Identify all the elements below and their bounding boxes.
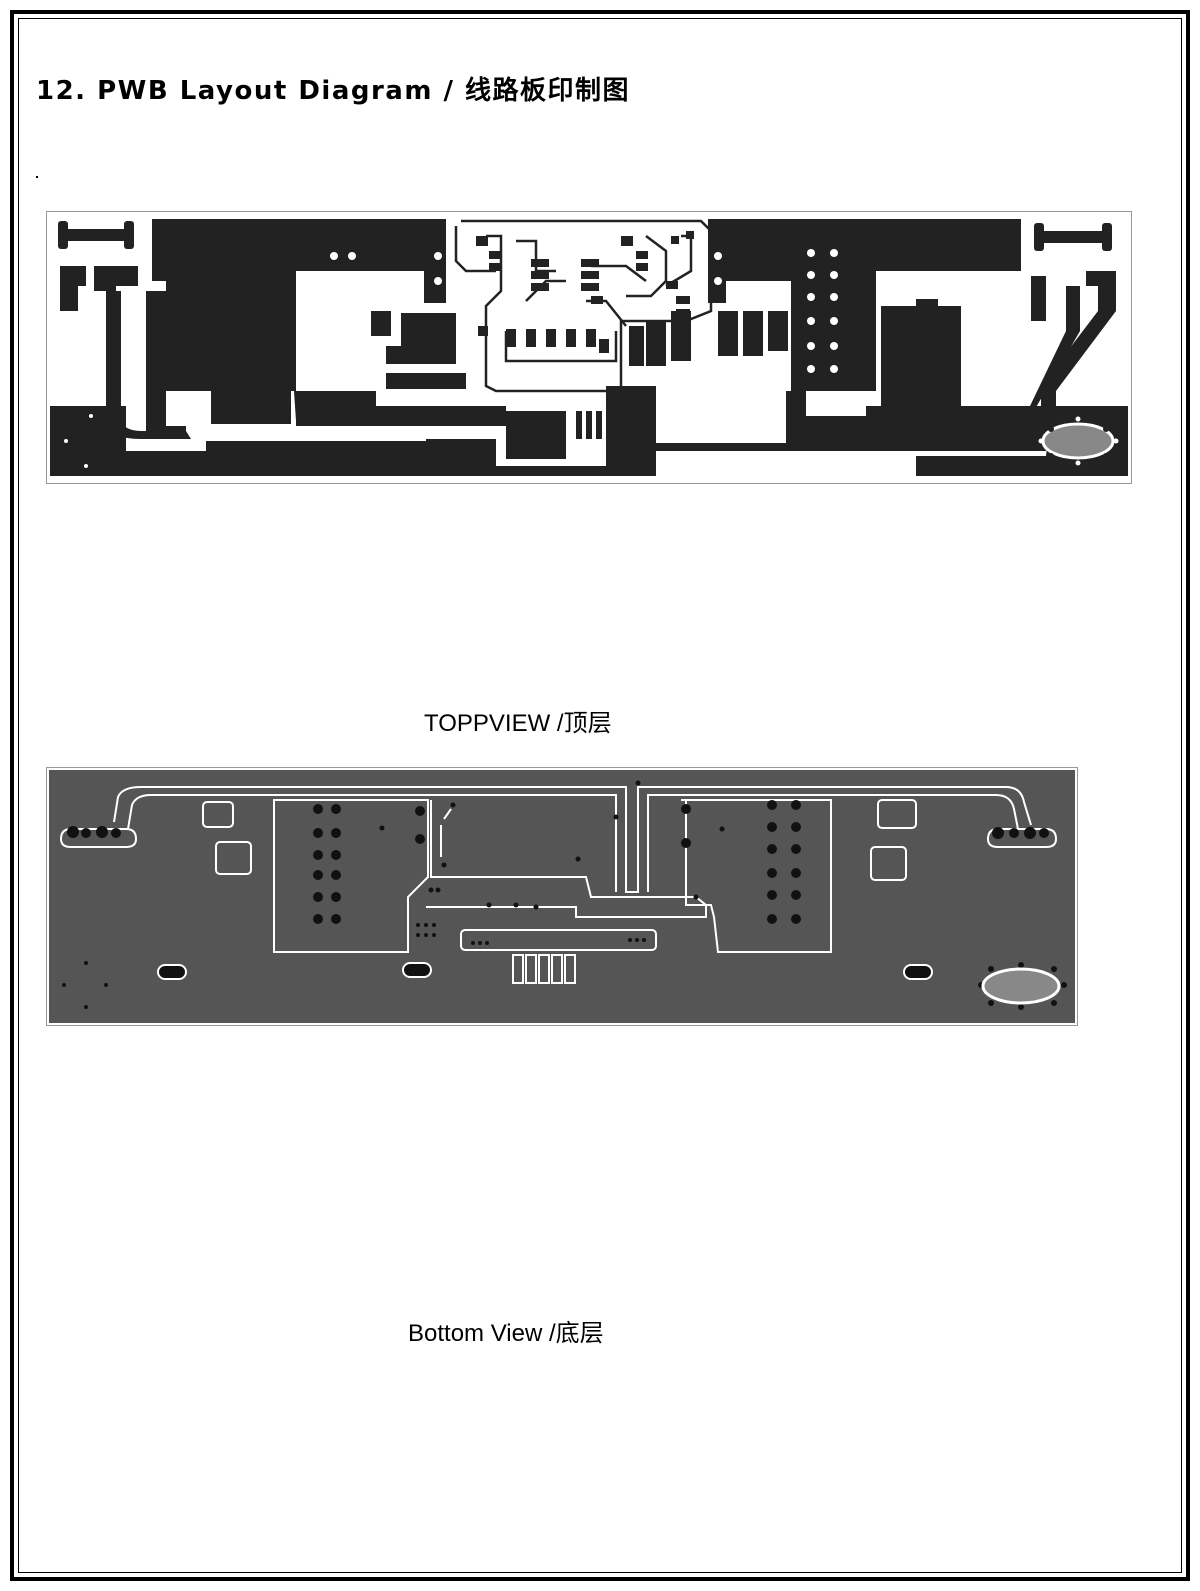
bottom-layer-board xyxy=(46,767,1078,1026)
page-border-inner xyxy=(18,18,1182,1573)
bottom-view-caption: Bottom View /底层 xyxy=(408,1320,604,1347)
top-left-connector xyxy=(60,229,132,241)
bottom-outlines xyxy=(59,786,1058,984)
bottom-layer-drawing xyxy=(46,767,1078,1026)
top-layer-board xyxy=(46,211,1132,484)
top-layer-drawing xyxy=(46,211,1132,484)
bottom-slot-left xyxy=(157,964,187,980)
stray-mark xyxy=(36,176,38,178)
page-title: 12. PWB Layout Diagram / 线路板印制图 xyxy=(36,76,631,106)
page-border-outer xyxy=(10,10,1190,1581)
top-right-copper-pour xyxy=(708,219,1021,391)
top-view-caption: TOPPVIEW /顶层 xyxy=(424,710,612,737)
top-right-connector xyxy=(1038,231,1108,243)
bottom-right-oval-pad xyxy=(981,967,1061,1005)
